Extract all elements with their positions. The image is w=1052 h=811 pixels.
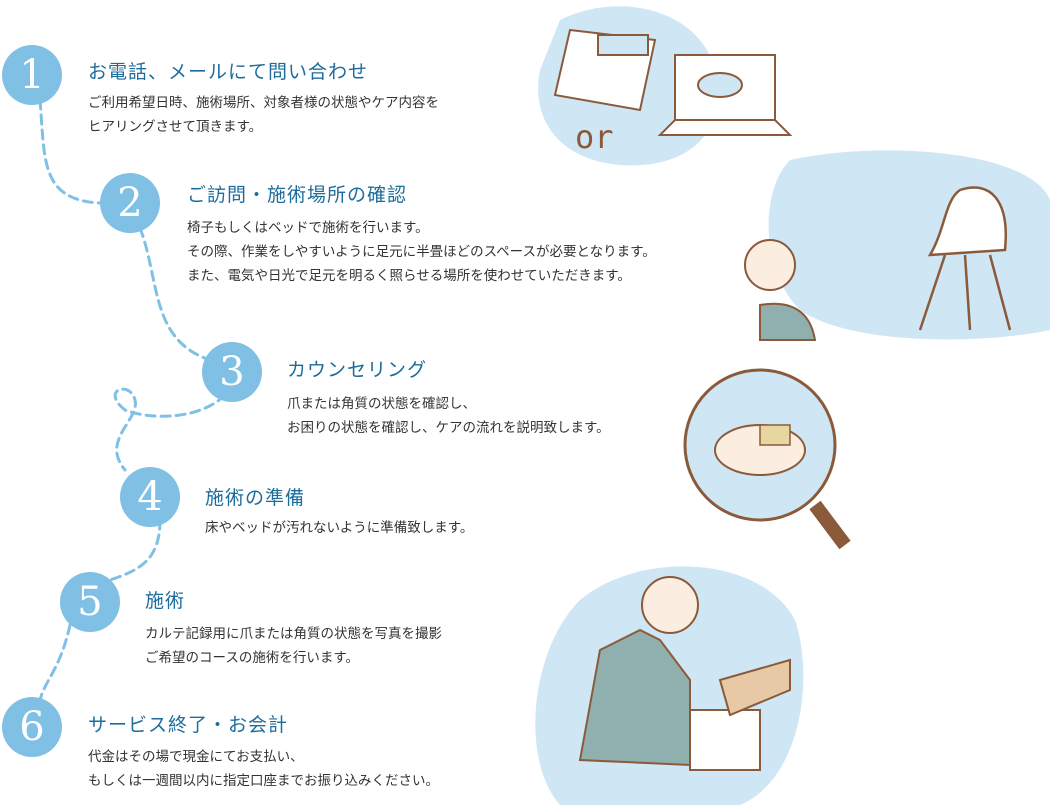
step-5-line: カルテ記録用に爪または角質の状態を写真を撮影: [145, 626, 442, 642]
dashed-connector: [38, 98, 227, 702]
step-2-title: ご訪問・施術場所の確認: [187, 184, 408, 206]
step-1-number: 1: [2, 45, 62, 105]
step-5-title: 施術: [145, 590, 186, 612]
step-6-line: 代金はその場で現金にてお支払い、: [88, 749, 304, 765]
step-3-line: お困りの状態を確認し、ケアの流れを説明致します。: [287, 420, 610, 436]
step-3-body: 爪または角質の状態を確認し、お困りの状態を確認し、ケアの流れを説明致します。: [287, 392, 610, 440]
step-4-number: 4: [120, 467, 180, 527]
or-label: or: [575, 118, 614, 156]
magnifier-icon: [683, 368, 851, 550]
step-6-title: サービス終了・お会計: [88, 714, 289, 736]
phone-icon: [553, 28, 657, 112]
step-3-line: 爪または角質の状態を確認し、: [287, 396, 476, 412]
step-2-line: その際、作業をしやすいように足元に半畳ほどのスペースが必要となります。: [187, 244, 656, 260]
step-1-line: ご利用希望日時、施術場所、対象者様の状態やケア内容を: [88, 95, 439, 111]
step-4-body: 床やベッドが汚れないように準備致します。: [205, 516, 473, 540]
step-1-body: ご利用希望日時、施術場所、対象者様の状態やケア内容をヒアリングさせて頂きます。: [88, 91, 439, 139]
step-6-number: 6: [2, 697, 62, 757]
step-4-title: 施術の準備: [205, 487, 306, 509]
person-icon: [744, 239, 817, 341]
step-3-number: 3: [202, 342, 262, 402]
blob-visit: [768, 150, 1050, 340]
step-2-line: 椅子もしくはベッドで施術を行います。: [187, 220, 429, 236]
step-3-title: カウンセリング: [287, 359, 428, 381]
step-6-body: 代金はその場で現金にてお支払い、もしくは一週間以内に指定口座までお振り込みくださ…: [88, 745, 439, 793]
step-1-title: お電話、メールにて問い合わせ: [88, 61, 369, 83]
chair-icon: [918, 186, 1012, 331]
step-2-body: 椅子もしくはベッドで施術を行います。その際、作業をしやすいように足元に半畳ほどの…: [187, 216, 656, 288]
step-5-number: 5: [60, 572, 120, 632]
step-5-body: カルテ記録用に爪または角質の状態を写真を撮影ご希望のコースの施術を行います。: [145, 622, 442, 670]
step-6-line: もしくは一週間以内に指定口座までお振り込みください。: [88, 773, 439, 789]
step-4-line: 床やベッドが汚れないように準備致します。: [205, 520, 474, 536]
step-2-line: また、電気や日光で足元を明るく照らせる場所を使わせていただきます。: [187, 268, 631, 284]
laptop-icon: [657, 54, 793, 136]
step-5-line: ご希望のコースの施術を行います。: [145, 650, 359, 666]
nurse-icon: [578, 576, 791, 771]
step-2-number: 2: [100, 173, 160, 233]
step-1-line: ヒアリングさせて頂きます。: [88, 119, 263, 135]
